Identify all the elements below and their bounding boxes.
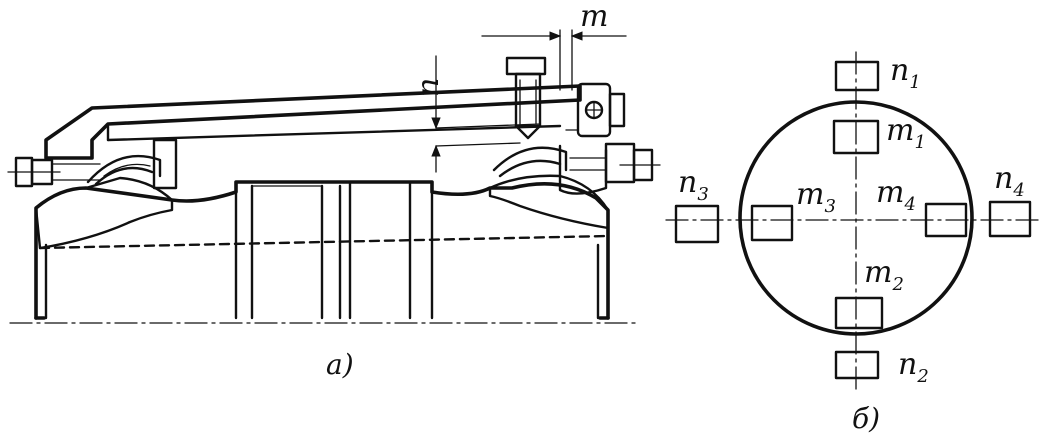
label-m3: m3 — [796, 177, 836, 217]
label-n3: n3 — [678, 165, 709, 205]
left-clamp — [86, 138, 178, 190]
caption-b: б) — [852, 402, 880, 435]
figure-a: n m a) — [7, 0, 661, 381]
axial-indicator-block — [565, 82, 626, 138]
marker-n1 — [834, 60, 880, 92]
figure-b: n1 m1 n2 m2 n3 m3 n4 m4 б) — [665, 51, 1041, 435]
right-tie-screw — [569, 142, 661, 184]
label-m: m — [580, 0, 608, 34]
bore-hidden-line — [38, 234, 610, 250]
caption-a: a) — [326, 348, 354, 381]
radial-indicator-screw — [505, 56, 547, 140]
left-tie-screw — [7, 156, 101, 188]
label-n2: n2 — [898, 347, 929, 387]
marker-m3 — [750, 204, 794, 242]
hub-outline — [34, 180, 610, 320]
left-flange-section — [34, 176, 174, 250]
right-clamp — [492, 144, 608, 195]
label-m4: m4 — [876, 175, 916, 215]
label-n4: n4 — [994, 161, 1025, 201]
marker-n3 — [674, 204, 720, 244]
label-m2: m2 — [864, 255, 904, 295]
marker-n4 — [988, 200, 1032, 238]
dimension-m: m — [481, 0, 627, 91]
dimension-n: n — [411, 55, 541, 173]
label-m1: m1 — [886, 113, 926, 153]
marker-n2 — [834, 350, 880, 380]
right-flange-section — [488, 174, 610, 230]
fixture-arm — [44, 84, 582, 160]
marker-m4 — [924, 202, 968, 238]
marker-m2 — [834, 296, 884, 330]
label-n: n — [411, 78, 446, 97]
label-n1: n1 — [890, 53, 921, 93]
marker-m1 — [832, 119, 880, 155]
